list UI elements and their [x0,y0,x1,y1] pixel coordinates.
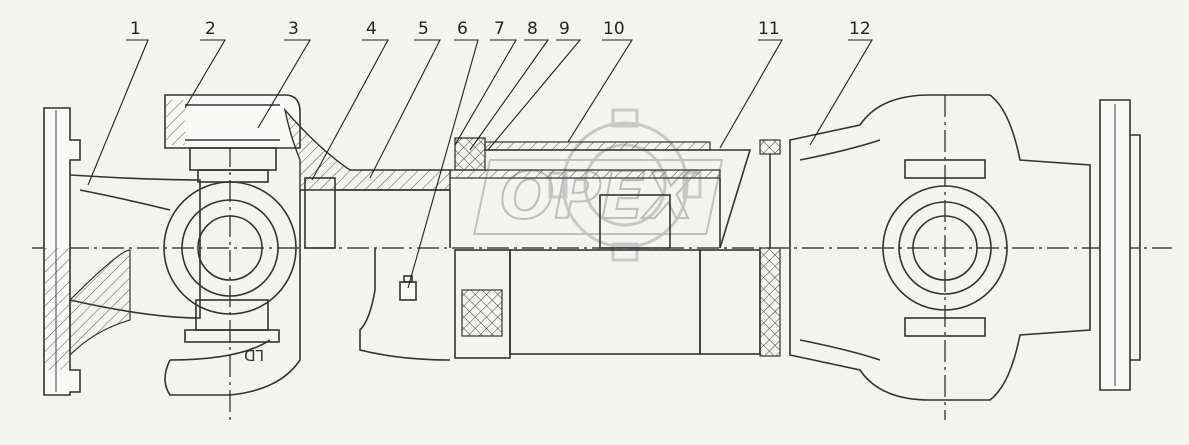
shaft-yoke-housing: LD [164,107,451,396]
right-yoke [789,94,1091,401]
callout-6: 6 [457,19,468,39]
flange-marking: LD [244,346,264,364]
watermark: OPEX [473,108,724,262]
callout-9: 9 [559,19,570,39]
callout-12: 12 [849,19,871,39]
callout-labels: 1 2 3 4 5 6 7 8 9 10 11 12 [130,19,871,39]
callout-11: 11 [758,19,780,39]
callout-2: 2 [205,19,216,39]
callout-leaders [87,39,873,289]
grease-fitting-icon [399,275,417,301]
callout-7: 7 [494,19,505,39]
left-yoke [69,174,201,357]
left-flange [43,107,81,396]
callout-1: 1 [130,19,141,39]
callout-10: 10 [603,19,625,39]
left-cross-spider [163,181,297,343]
shaft-tube [359,139,781,361]
callout-8: 8 [527,19,538,39]
callout-3: 3 [288,19,299,39]
callout-4: 4 [366,19,377,39]
right-flange [1099,99,1141,391]
shaft-sleeve [304,137,752,249]
callout-5: 5 [418,19,429,39]
